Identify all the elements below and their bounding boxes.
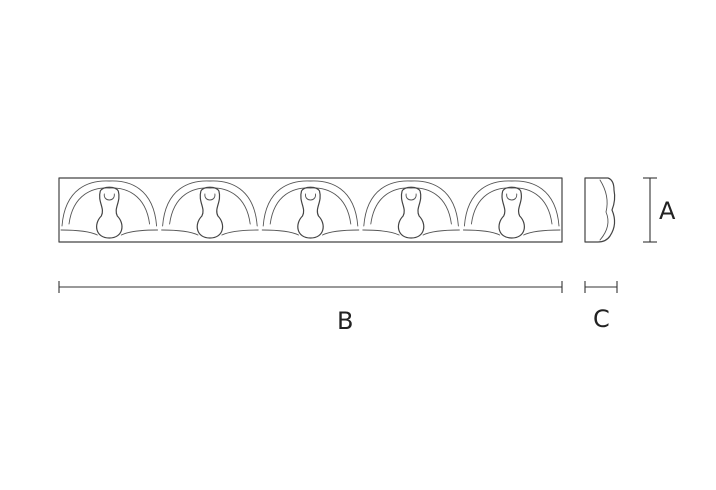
profile-inner-curve bbox=[599, 179, 609, 241]
leaf-drop bbox=[297, 186, 324, 239]
dimension-c: C bbox=[584, 281, 618, 333]
profile-outline bbox=[584, 177, 616, 243]
leaf-drop-inner bbox=[305, 193, 316, 201]
base-wave bbox=[60, 229, 159, 236]
base-wave bbox=[362, 229, 460, 236]
arch-outer bbox=[162, 180, 258, 227]
dimension-c-label: C bbox=[593, 305, 610, 333]
leaf-drop bbox=[498, 186, 525, 239]
arch-inner bbox=[169, 187, 251, 225]
base-wave bbox=[161, 229, 259, 236]
arch-outer bbox=[363, 180, 459, 227]
molding-front-view bbox=[58, 177, 563, 243]
base-wave bbox=[462, 229, 561, 236]
molding-side-profile bbox=[584, 177, 616, 243]
arch-inner bbox=[470, 187, 553, 225]
leaf-drop-inner bbox=[506, 193, 518, 201]
base-wave bbox=[261, 229, 360, 236]
arch-outer bbox=[61, 180, 158, 227]
leaf-drop bbox=[96, 186, 123, 239]
ornament-motif-group bbox=[60, 180, 561, 239]
arch-inner bbox=[68, 187, 151, 225]
leaf-drop-inner bbox=[103, 193, 115, 201]
arch-outer bbox=[262, 180, 359, 227]
leaf-drop-inner bbox=[405, 193, 417, 201]
leaf-drop bbox=[196, 186, 224, 239]
dimension-a: A bbox=[643, 177, 676, 243]
leaf-drop-inner bbox=[204, 193, 216, 201]
arch-inner bbox=[269, 187, 352, 225]
arch-inner bbox=[370, 187, 452, 225]
molding-front-outline bbox=[58, 177, 563, 243]
arch-outer bbox=[463, 180, 560, 227]
dimension-a-label: A bbox=[659, 197, 676, 225]
dimension-b-label: B bbox=[337, 307, 353, 335]
dimension-b: B bbox=[58, 281, 563, 335]
leaf-drop bbox=[397, 186, 425, 239]
